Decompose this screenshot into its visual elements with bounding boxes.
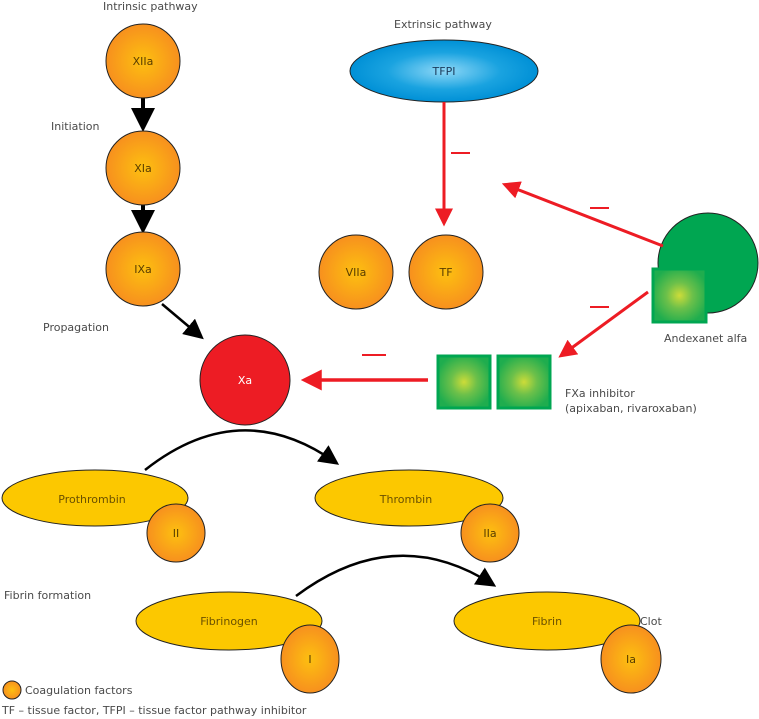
fxa-inhibitor-label-line1: FXa inhibitor bbox=[565, 387, 635, 400]
factor-xiia-label: XIIa bbox=[133, 55, 154, 68]
factor-ii bbox=[146, 503, 206, 563]
factor-viia-label: VIIa bbox=[346, 266, 367, 279]
thrombin-label: Thrombin bbox=[379, 493, 432, 506]
factor-ixa: IXa bbox=[105, 231, 181, 307]
prothrombin-label: Prothrombin bbox=[58, 493, 126, 506]
factor-iia-label: IIa bbox=[483, 527, 496, 540]
fibrin-formation-label: Fibrin formation bbox=[4, 589, 91, 602]
thrombin-node: Thrombin IIa bbox=[314, 469, 520, 563]
fxa-inhibitor-label-line2: (apixaban, rivaroxaban) bbox=[565, 402, 697, 415]
fxa-inhibitor: FXa inhibitor (apixaban, rivaroxaban) bbox=[436, 354, 697, 415]
fxa-inhibitor-square-1 bbox=[436, 354, 492, 410]
factor-i bbox=[280, 624, 340, 694]
factor-ixa-label: IXa bbox=[134, 263, 152, 276]
legend-factor-swatch-icon bbox=[2, 680, 22, 700]
factor-tf: TF bbox=[408, 234, 484, 310]
legend-coagulation-factors: Coagulation factors bbox=[25, 684, 133, 697]
clot-label: Clot bbox=[640, 615, 662, 628]
tfpi-node: TFPI bbox=[349, 39, 539, 103]
factor-ia bbox=[600, 624, 662, 694]
arrow-prothrombin-to-thrombin bbox=[144, 429, 340, 471]
andexanet-alfa: Andexanet alfa bbox=[651, 212, 759, 345]
inhibit-arrow-andexanet-to-tfpi bbox=[501, 181, 664, 248]
factor-ia-label: Ia bbox=[626, 653, 636, 666]
factor-xiia: XIIa bbox=[105, 23, 181, 99]
fibrin-node: Fibrin Ia bbox=[453, 591, 662, 694]
arrow-ixa-to-xa bbox=[161, 303, 204, 340]
intrinsic-pathway-label: Intrinsic pathway bbox=[103, 0, 198, 13]
fxa-inhibitor-square-2 bbox=[496, 354, 552, 410]
factor-xia-label: XIa bbox=[134, 162, 152, 175]
fibrinogen-label: Fibrinogen bbox=[200, 615, 258, 628]
andexanet-label: Andexanet alfa bbox=[664, 332, 747, 345]
legend: Coagulation factors TF – tissue factor, … bbox=[1, 680, 307, 717]
factor-xa: Xa bbox=[199, 334, 291, 426]
fibrinogen-node: Fibrinogen I bbox=[135, 591, 340, 694]
factor-tf-label: TF bbox=[438, 266, 452, 279]
andexanet-bound-square bbox=[651, 267, 708, 324]
factor-xa-label: Xa bbox=[238, 374, 252, 387]
prothrombin-node: Prothrombin II bbox=[1, 469, 206, 563]
factor-xia: XIa bbox=[105, 130, 181, 206]
legend-abbreviations: TF – tissue factor, TFPI – tissue factor… bbox=[1, 704, 307, 717]
tfpi-label: TFPI bbox=[432, 65, 456, 78]
initiation-label: Initiation bbox=[51, 120, 99, 133]
factor-i-label: I bbox=[308, 653, 311, 666]
factor-viia: VIIa bbox=[318, 234, 394, 310]
propagation-label: Propagation bbox=[43, 321, 109, 334]
factor-iia bbox=[460, 503, 520, 563]
arrow-fibrinogen-to-fibrin bbox=[295, 554, 497, 598]
inhibit-arrow-andexanet-to-fxa-inhibitor bbox=[558, 290, 649, 358]
extrinsic-pathway-label: Extrinsic pathway bbox=[394, 18, 492, 31]
factor-ii-label: II bbox=[173, 527, 180, 540]
fibrin-label: Fibrin bbox=[532, 615, 562, 628]
